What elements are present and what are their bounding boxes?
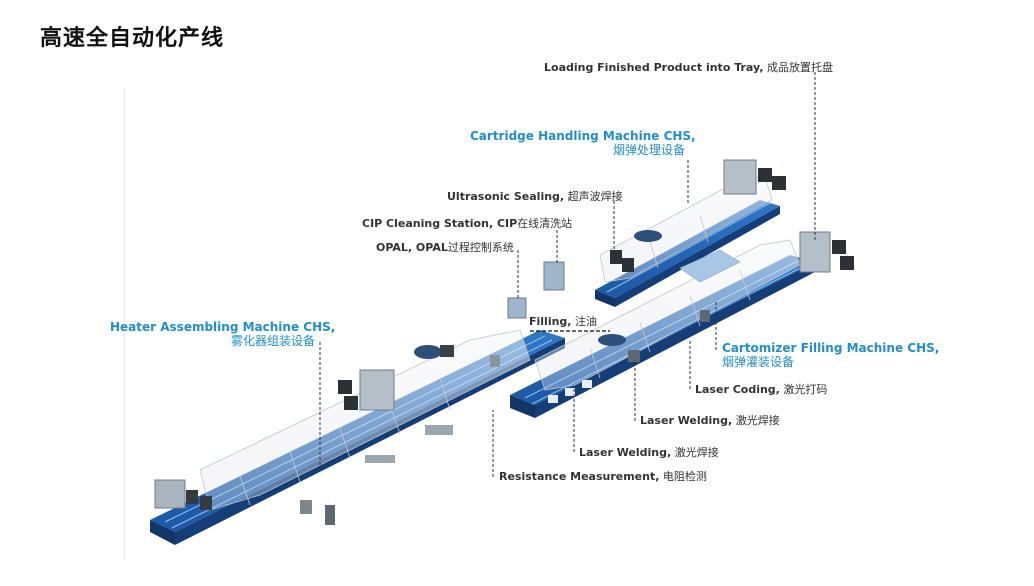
frame-divider: [124, 88, 125, 560]
leader-lines: [319, 72, 816, 477]
label-laser-welding-1: Laser Welding, 激光焊接: [640, 414, 780, 427]
label-resistance-measurement: Resistance Measurement, 电阻检测: [499, 470, 707, 483]
cartomizer-filling-line: [510, 231, 854, 418]
label-cip-cleaning: CIP Cleaning Station, CIP在线清洗站: [362, 217, 573, 230]
label-cartomizer-filling: Cartomizer Filling Machine CHS, 烟弹灌装设备: [722, 341, 940, 369]
label-laser-coding: Laser Coding, 激光打码: [695, 383, 828, 396]
label-opal: OPAL, OPAL过程控制系统: [376, 241, 514, 254]
label-cartridge-handling: Cartridge Handling Machine CHS, 烟弹处理设备: [470, 129, 696, 157]
label-heater-assembling: Heater Assembling Machine CHS, 雾化器组装设备: [110, 320, 336, 348]
label-loading-tray: Loading Finished Product into Tray, 成品放置…: [544, 61, 834, 74]
cip-station-cabinet: [543, 261, 565, 291]
opal-cabinet: [507, 297, 527, 319]
label-ultrasonic-sealing: Ultrasonic Sealing, 超声波焊接: [447, 190, 623, 203]
label-laser-welding-2: Laser Welding, 激光焊接: [579, 446, 719, 459]
cartridge-handling-line: [595, 159, 786, 307]
page-title: 高速全自动化产线: [40, 26, 225, 51]
heater-assembly-line: [150, 329, 565, 545]
label-filling: Filling, 注油: [529, 315, 597, 328]
